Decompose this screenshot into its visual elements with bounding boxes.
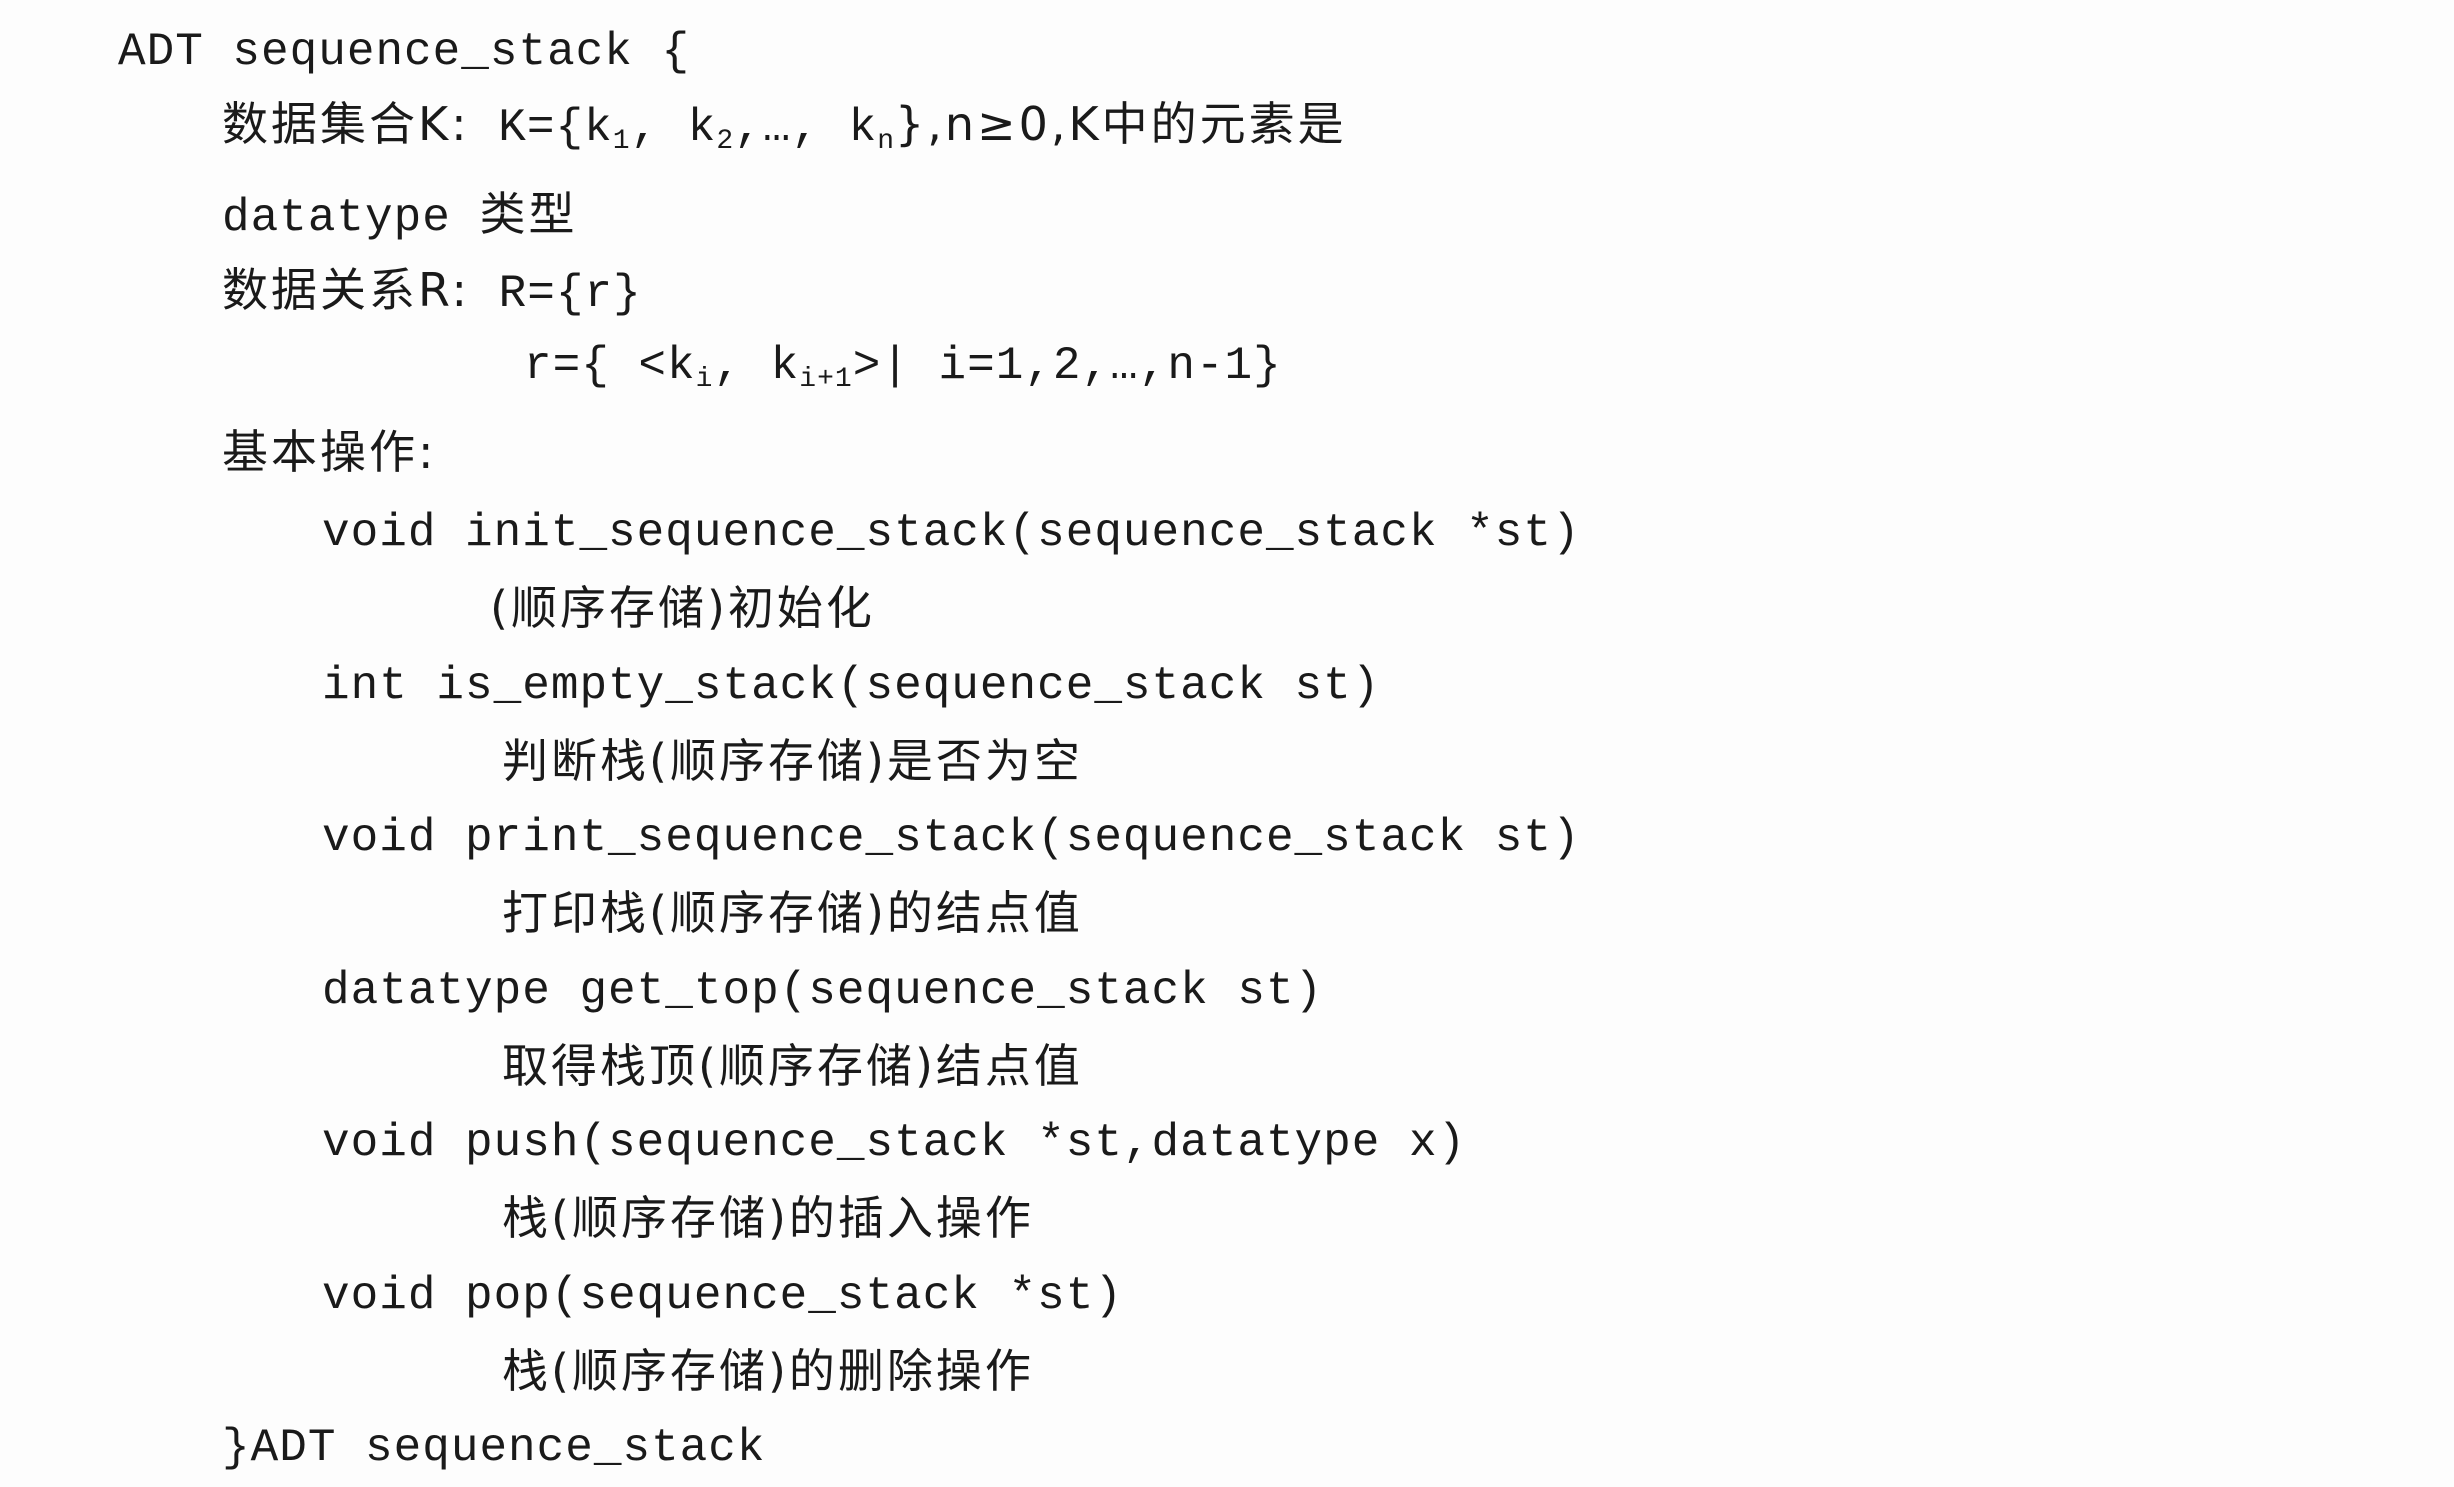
data-set-label: 数据集合K: (222, 97, 470, 151)
data-set-sep1: , k (630, 102, 717, 154)
subscript-n: n (877, 126, 895, 157)
op-signature: void push(sequence_stack *st,datatype x) (322, 1117, 1467, 1169)
op-signature: int is_empty_stack(sequence_stack st) (322, 660, 1381, 712)
data-relation-line: 数据关系R: R={r} (222, 262, 642, 322)
subscript-i-plus-1: i+1 (799, 364, 853, 395)
op-description: 打印栈(顺序存储)的结点值 (502, 886, 1083, 940)
datatype-keyword: datatype (222, 192, 451, 244)
op-description: (顺序存储)初始化 (490, 581, 875, 635)
op-signature: void print_sequence_stack(sequence_stack… (322, 812, 1581, 864)
datatype-cn: 类型 (479, 187, 578, 241)
op-description: 取得栈顶(顺序存储)结点值 (502, 1039, 1083, 1093)
data-set-suffix: },n≥0,K中的元素是 (895, 97, 1347, 151)
op-description: 判断栈(顺序存储)是否为空 (502, 734, 1083, 788)
subscript-i: i (695, 364, 714, 395)
data-set-sep2: ,…, k (734, 102, 878, 154)
op-signature: void init_sequence_stack(sequence_stack … (322, 507, 1581, 559)
relation-r-prefix: r={ <k (524, 340, 696, 392)
op-signature: datatype get_top(sequence_stack st) (322, 965, 1324, 1017)
op-signature: void pop(sequence_stack *st) (322, 1270, 1123, 1322)
data-set-line: 数据集合K: K={k1, k2,…, kn},n≥0,K中的元素是 (222, 96, 1347, 156)
op-description: 栈(顺序存储)的删除操作 (502, 1344, 1034, 1398)
relation-r-suffix: >| i=1,2,…,n-1} (852, 340, 1282, 392)
data-set-prefix: K={k (498, 102, 613, 154)
adt-footer: }ADT sequence_stack (222, 1422, 766, 1474)
subscript-2: 2 (716, 126, 735, 157)
relation-r-line: r={ <ki, ki+1>| i=1,2,…,n-1} (524, 338, 1282, 394)
op-description: 栈(顺序存储)的插入操作 (502, 1191, 1034, 1245)
data-set-type-line: datatype 类型 (222, 186, 577, 246)
data-relation-label: 数据关系R: (222, 263, 471, 317)
subscript-1: 1 (612, 126, 631, 157)
data-relation-set: R={r} (498, 268, 642, 320)
adt-header: ADT sequence_stack { (118, 26, 691, 78)
relation-r-mid: , k (713, 340, 800, 392)
operations-label: 基本操作: (222, 425, 437, 479)
